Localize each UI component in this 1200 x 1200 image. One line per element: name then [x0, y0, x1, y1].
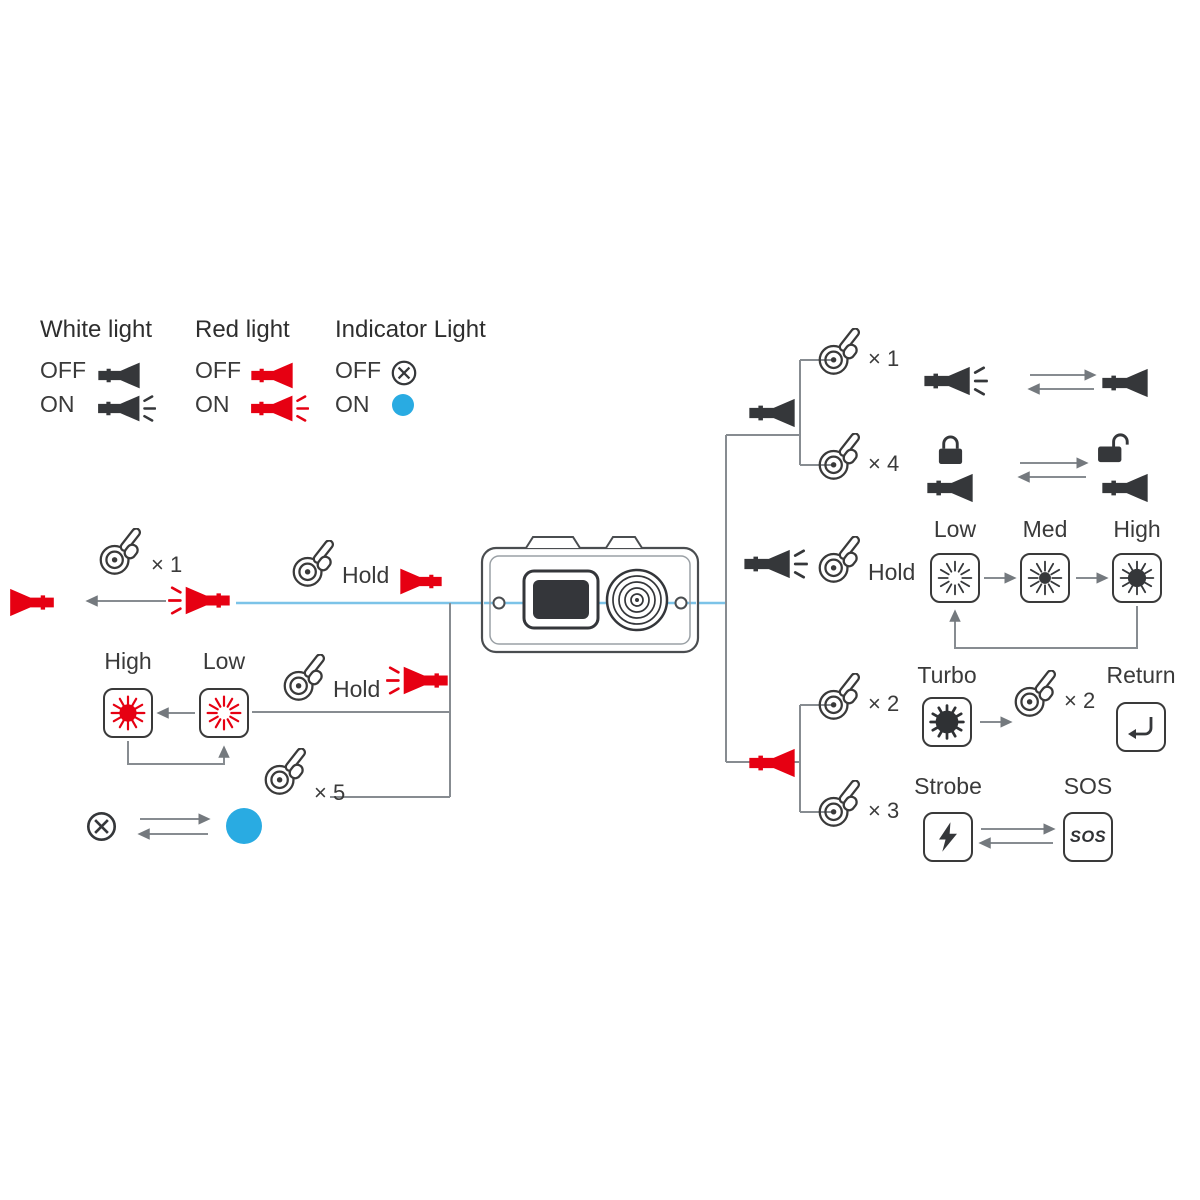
press-four-times-icon [816, 433, 866, 483]
press-twice-count: × 2 [868, 691, 900, 716]
sos-mode-box: SOS [1063, 812, 1113, 862]
lock-closed-icon [936, 433, 965, 468]
return-mode-box [1116, 702, 1166, 752]
white-low-mode-box [930, 553, 980, 603]
legend-indicator-off-label: OFF [335, 357, 381, 383]
hold-label: Hold [868, 559, 916, 585]
red-high-label: High [104, 648, 152, 674]
legend-white-off-label: OFF [40, 357, 86, 383]
white-low-label: Low [933, 516, 977, 542]
white-light-locked-icon [925, 471, 975, 505]
white-med-mode-box [1020, 553, 1070, 603]
red-light-on-icon [251, 395, 309, 422]
hold-label: Hold [333, 676, 381, 702]
press-twice-count: × 2 [1064, 688, 1096, 713]
press-hold-icon [290, 540, 340, 590]
white-med-label: Med [1022, 516, 1068, 542]
white-light-off-icon [96, 360, 142, 391]
sos-label: SOS [1063, 773, 1113, 799]
legend-white-title: White light [40, 316, 153, 343]
red-light-off-result-icon [8, 586, 56, 619]
return-arrow-icon [1126, 712, 1156, 742]
white-med-burst-icon [1025, 558, 1065, 598]
legend-red-on-label: ON [195, 391, 230, 417]
white-high-label: High [1113, 516, 1161, 542]
white-light-on-result-icon [924, 366, 988, 396]
indicator-on-icon [392, 394, 414, 416]
legend-red-title: Red light [195, 316, 290, 343]
turbo-mode-box [922, 697, 972, 747]
press-hold-icon [281, 654, 331, 704]
red-light-off-state-icon [747, 746, 797, 780]
red-low-mode-box [199, 688, 249, 738]
white-high-mode-box [1112, 553, 1162, 603]
red-light-off-icon [249, 360, 295, 391]
headlamp-illustration [480, 536, 700, 654]
turbo-label: Turbo [917, 662, 977, 688]
indicator-off-icon [390, 359, 418, 387]
press-four-count: × 4 [868, 451, 900, 476]
press-once-icon [97, 528, 147, 578]
press-twice-icon [1012, 670, 1062, 720]
press-five-count: × 5 [314, 780, 346, 805]
left-tree-lines [85, 595, 451, 840]
white-light-on-icon [98, 395, 156, 422]
legend-red-off-label: OFF [195, 357, 241, 383]
indicator-on-result-icon [226, 808, 262, 844]
white-high-burst-icon [1117, 558, 1157, 598]
white-light-unlocked-icon [1100, 471, 1150, 505]
legend-indicator-title: Indicator Light [335, 316, 486, 343]
press-twice-icon [816, 673, 866, 723]
press-once-icon [816, 328, 866, 378]
sos-box-text: SOS [1069, 827, 1107, 846]
press-three-times-icon [816, 780, 866, 830]
legend-indicator-on-label: ON [335, 391, 370, 417]
red-low-label: Low [202, 648, 246, 674]
press-three-count: × 3 [868, 798, 900, 823]
indicator-off-result-icon [85, 810, 118, 843]
legend-white-on-label: ON [40, 391, 75, 417]
strobe-label: Strobe [914, 773, 982, 799]
turbo-burst-icon [927, 702, 967, 742]
lock-open-icon [1098, 431, 1137, 466]
press-once-count: × 1 [868, 346, 900, 371]
red-light-on-state-icon [386, 666, 448, 695]
press-once-count: × 1 [151, 552, 183, 577]
white-light-off-result-icon [1100, 366, 1150, 400]
press-hold-icon [816, 536, 866, 586]
white-light-off-state-icon [747, 396, 797, 430]
strobe-mode-box [923, 812, 973, 862]
red-low-burst-icon [204, 693, 244, 733]
red-light-on-result-icon [168, 586, 230, 615]
red-light-off-state-icon [398, 566, 444, 597]
red-high-mode-box [103, 688, 153, 738]
lightning-bolt-icon [930, 819, 966, 855]
hold-label: Hold [342, 562, 390, 588]
press-five-times-icon [262, 748, 312, 798]
red-high-burst-icon [108, 693, 148, 733]
white-light-on-state-icon [744, 549, 808, 579]
return-label: Return [1106, 662, 1176, 688]
white-low-burst-icon [935, 558, 975, 598]
